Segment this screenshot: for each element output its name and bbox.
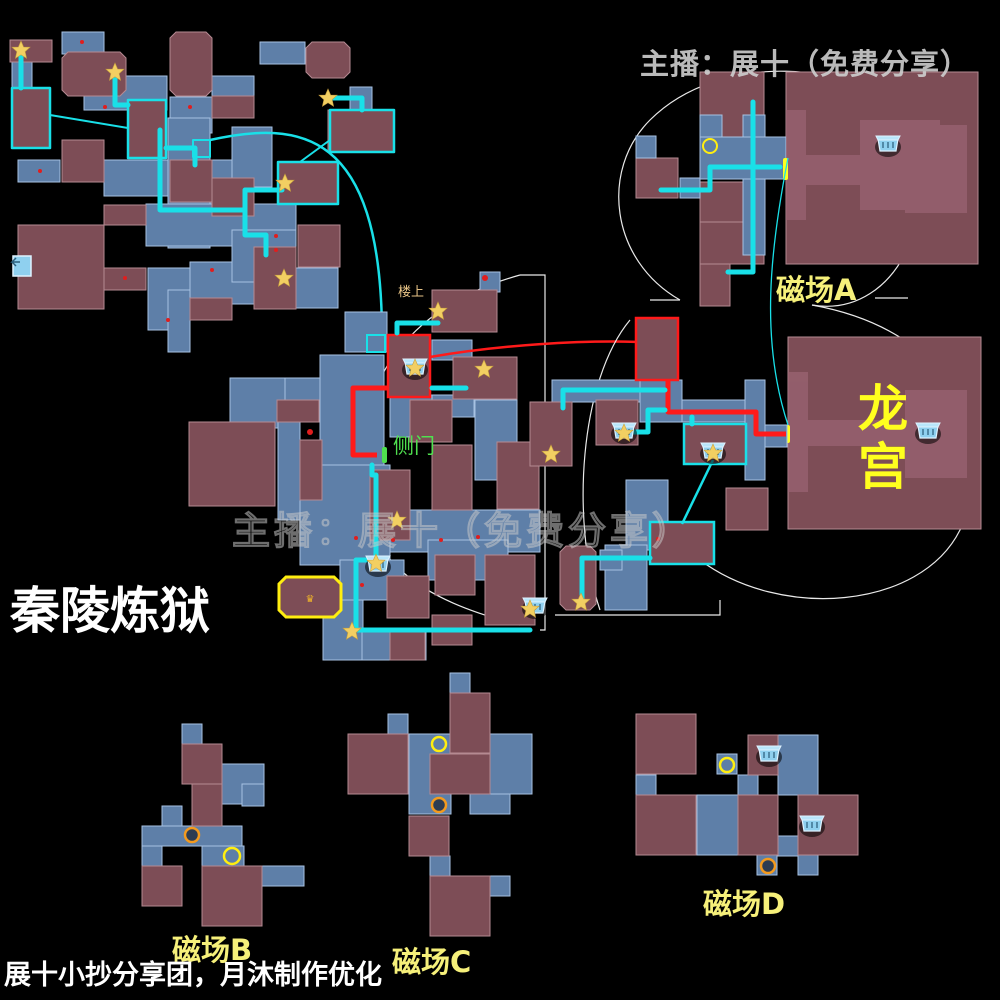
streamer-watermark: 主播：展十（免费分享） bbox=[640, 47, 971, 81]
field-b-map bbox=[141, 723, 305, 927]
field-b-label: 磁场B bbox=[172, 933, 253, 967]
treasure-chest-icon bbox=[874, 135, 902, 158]
dragon-palace-label: 龙宫 bbox=[858, 380, 908, 496]
upstairs-label: 楼上 bbox=[398, 285, 425, 300]
center-cluster: ♛ bbox=[188, 271, 641, 661]
side-gate-label: 侧门 bbox=[393, 434, 435, 458]
field-a-label: 磁场A bbox=[776, 273, 857, 307]
dragon-palace-area bbox=[699, 157, 982, 600]
field-d-map bbox=[635, 713, 859, 876]
map-title: 秦陵炼狱 bbox=[10, 582, 210, 640]
field-c-label: 磁场C bbox=[392, 945, 472, 979]
crown-boss-icon: ♛ bbox=[306, 594, 315, 605]
streamer-watermark-center: 主播：展十（免费分享） bbox=[231, 509, 695, 553]
exit-door-icon bbox=[10, 255, 32, 277]
credit-text: 展十小抄分享团，月沐制作优化 bbox=[4, 960, 382, 991]
top-left-cluster bbox=[9, 31, 396, 353]
treasure-chest-icon bbox=[914, 422, 942, 445]
field-c-map bbox=[347, 672, 533, 937]
field-a-area bbox=[618, 70, 979, 307]
field-d-label: 磁场D bbox=[703, 887, 786, 921]
center-right-cluster bbox=[529, 316, 788, 616]
